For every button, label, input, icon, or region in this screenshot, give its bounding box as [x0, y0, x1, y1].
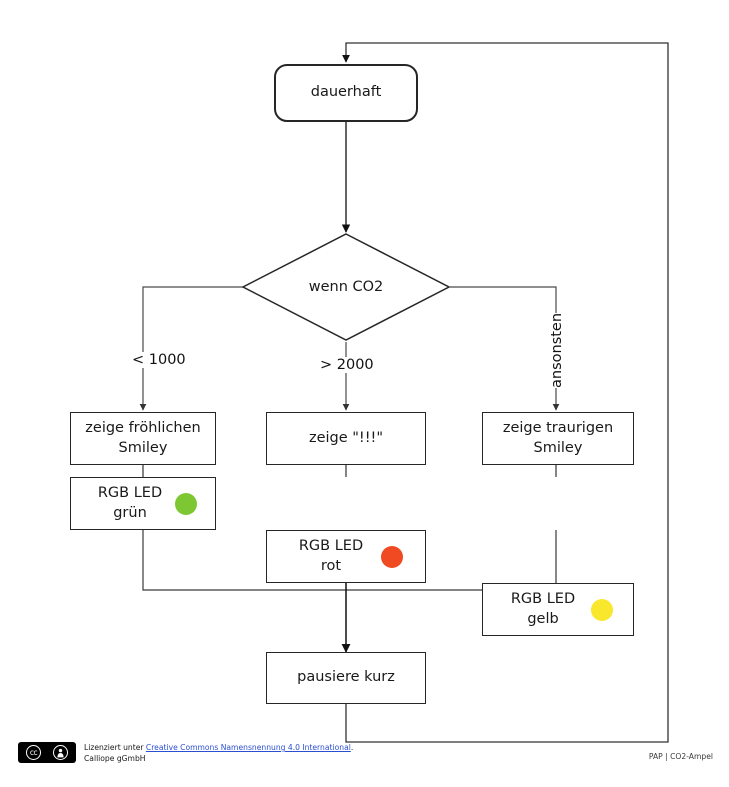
node-zeige-traurigen-smiley-label: zeige traurigen Smiley: [502, 420, 614, 456]
red-led-indicator: [381, 545, 403, 568]
node-dauerhaft[interactable]: dauerhaft: [274, 64, 418, 122]
edge-label-branch-high: > 2000: [318, 357, 376, 373]
cc-icon: cc: [26, 745, 41, 760]
edge-label-branch-low: < 1000: [130, 352, 188, 368]
node-rgb-led-gelb[interactable]: RGB LED gelb: [482, 583, 634, 636]
wire-branch-low: [139, 286, 243, 411]
node-zeige-ausrufezeichen[interactable]: zeige "!!!": [266, 412, 426, 465]
edge-label-branch-else: ansonsten: [549, 312, 565, 388]
license-link[interactable]: Creative Commons Namensnennung 4.0 Inter…: [145, 743, 351, 752]
creative-commons-badge[interactable]: cc: [18, 742, 76, 763]
node-zeige-ausrufezeichen-label: zeige "!!!": [308, 429, 384, 446]
wire-loop-back: [342, 42, 669, 743]
license-footer: cc Lizenziert unter Creative Commons Nam…: [18, 742, 353, 765]
node-rgb-led-gelb-label: RGB LED gelb: [510, 591, 576, 627]
license-text: Lizenziert unter Creative Commons Namens…: [84, 742, 353, 765]
node-rgb-led-rot-label: RGB LED rot: [298, 538, 364, 574]
node-decision-label: wenn CO2: [308, 279, 384, 295]
node-zeige-froehlichen-smiley[interactable]: zeige fröhlichen Smiley: [70, 412, 216, 465]
license-prefix: Lizenziert unter: [84, 743, 146, 752]
node-rgb-led-gruen[interactable]: RGB LED grün: [70, 477, 216, 530]
document-tag: PAP | CO2-Ampel: [648, 752, 713, 761]
cc-glyph: cc: [29, 747, 38, 757]
license-organisation: Calliope gGmbH: [84, 753, 146, 763]
green-led-indicator: [175, 492, 197, 515]
node-zeige-traurigen-smiley[interactable]: zeige traurigen Smiley: [482, 412, 634, 465]
node-decision-wenn-co2[interactable]: wenn CO2: [240, 232, 452, 342]
wire-branch-else: [450, 286, 560, 411]
node-pausiere-kurz[interactable]: pausiere kurz: [266, 652, 426, 704]
node-dauerhaft-label: dauerhaft: [310, 84, 382, 101]
by-person-icon: [53, 745, 68, 760]
node-zeige-froehlichen-smiley-label: zeige fröhlichen Smiley: [85, 420, 201, 456]
node-rgb-led-gruen-label: RGB LED grün: [97, 485, 163, 521]
yellow-led-indicator: [591, 598, 613, 621]
license-suffix: .: [350, 743, 354, 752]
node-rgb-led-rot[interactable]: RGB LED rot: [266, 530, 426, 583]
node-pausiere-kurz-label: pausiere kurz: [297, 669, 395, 686]
person-glyph: [57, 748, 64, 757]
